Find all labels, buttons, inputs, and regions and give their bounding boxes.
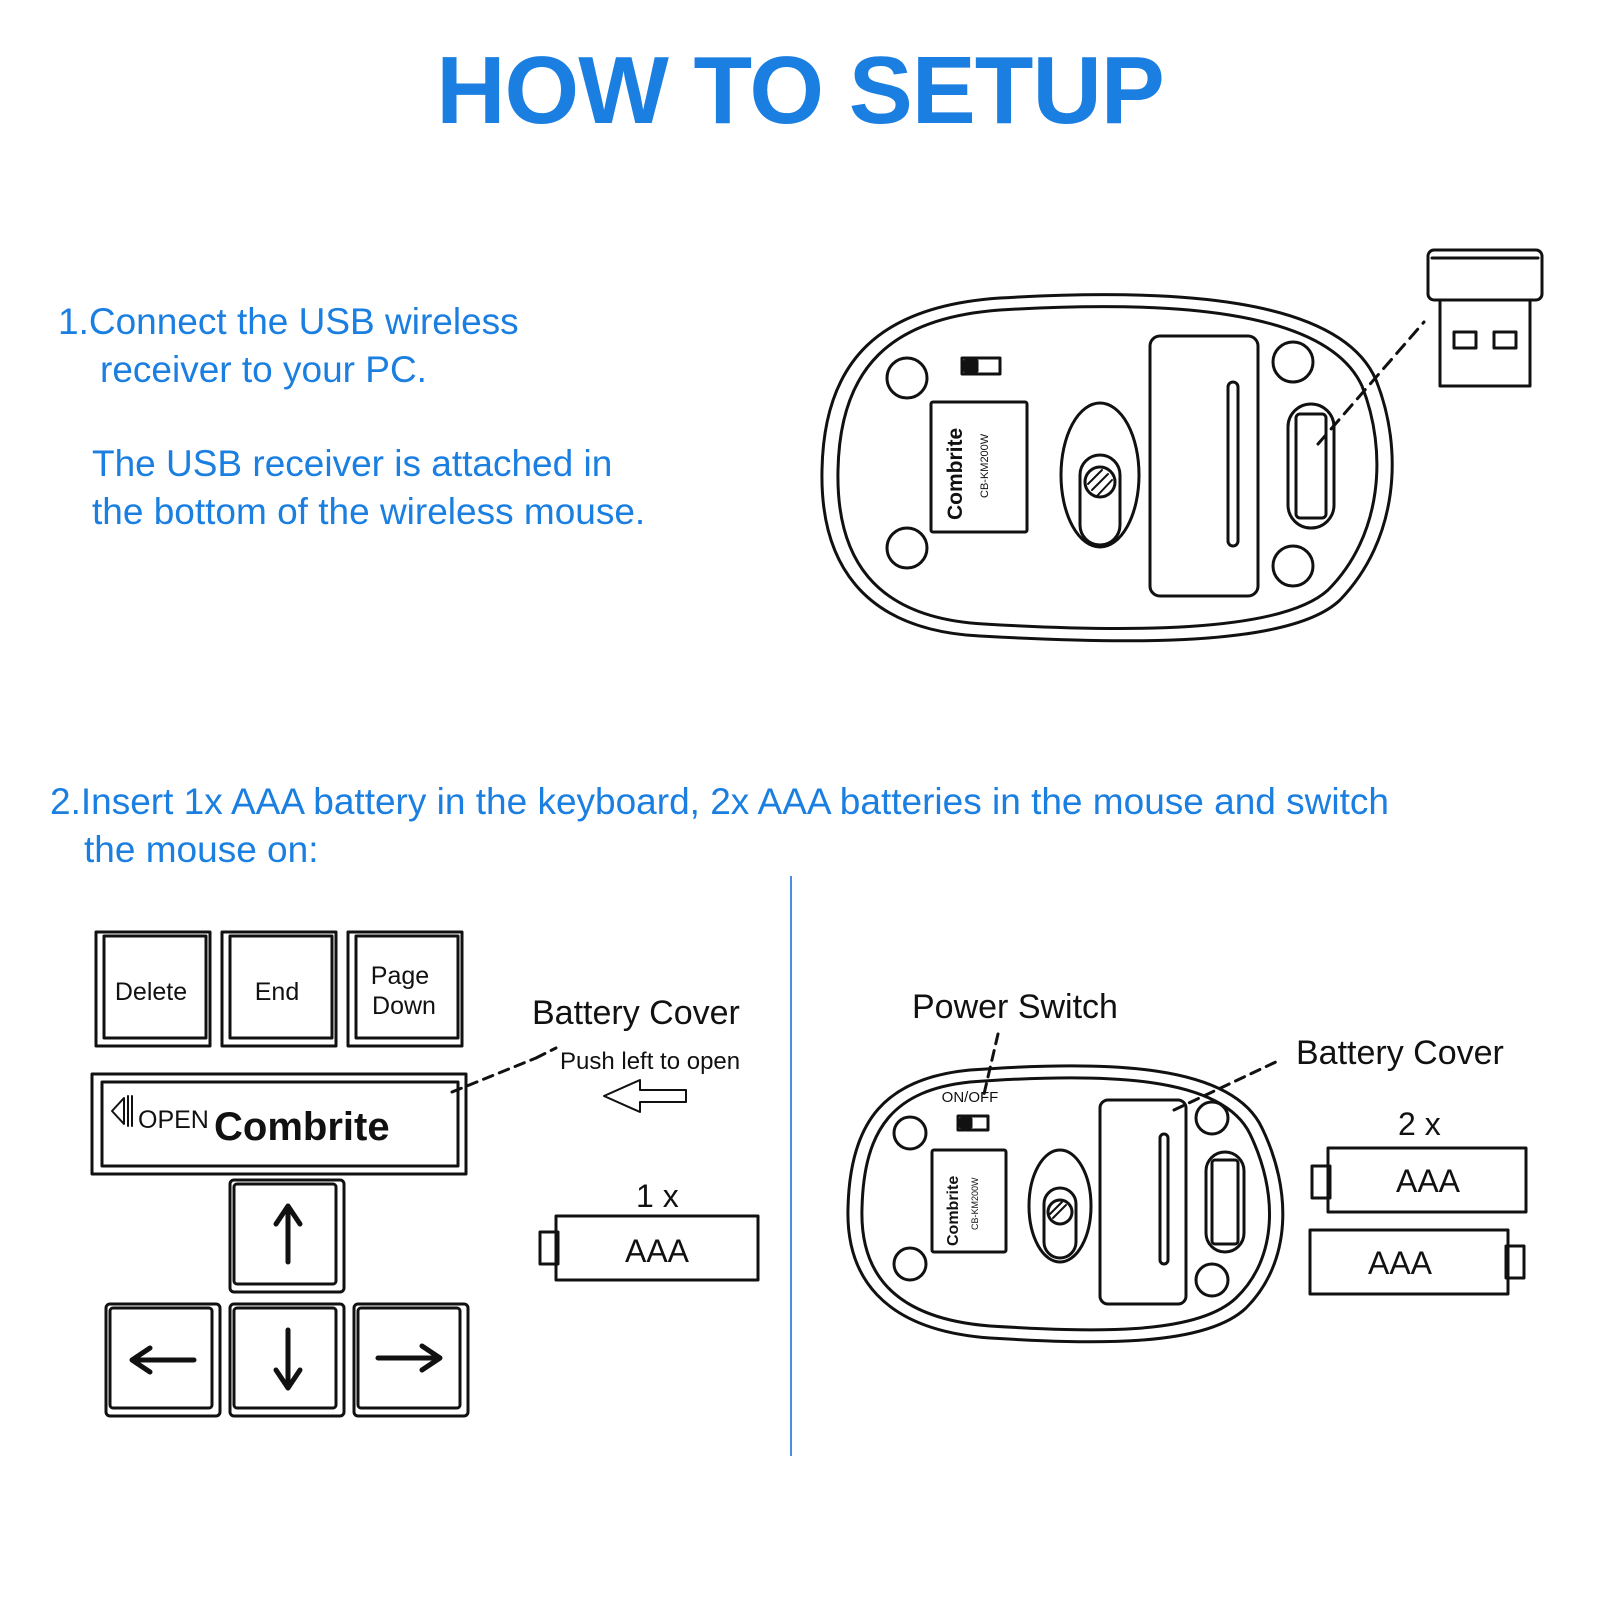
mouse-small-label-model: CB-KM200W [970,1177,980,1230]
section-divider [790,876,792,1456]
arrow-key-icons [129,1203,443,1391]
mouse-small-label-brand: Combrite [945,1176,962,1246]
kb-battery-type: AAA [625,1233,690,1269]
ms-battery-cover-label: Battery Cover [1296,1034,1504,1072]
mouse-bottom-small [846,1064,1285,1344]
power-dashed-line [982,1032,1000,1096]
ms-cover-dashed-line [1172,1058,1282,1112]
kb-open-label: OPEN [138,1106,209,1134]
arrow-up-icon [273,1203,303,1265]
arrow-right-icon [375,1343,443,1373]
page-title: HOW TO SETUP [436,37,1165,144]
open-marker-icon [111,1095,133,1127]
usb-receiver [1426,248,1544,388]
key-page-label: Page [371,962,429,990]
mouse-label-brand: Combrite [944,428,967,520]
ms-battery-type-1: AAA [1396,1163,1461,1199]
receiver-dashed-line [1316,320,1426,446]
ms-battery-count: 2 x [1398,1106,1441,1142]
ms-battery-type-2: AAA [1368,1245,1433,1281]
key-delete-label: Delete [115,978,187,1006]
kb-brand-logo: Combrite [214,1105,390,1149]
ms-battery-2 [1308,1228,1526,1296]
step1-note-line2: the bottom of the wireless mouse. [92,491,646,532]
ms-on-off-label: ON/OFF [942,1089,999,1106]
key-down-label: Down [372,992,436,1020]
kb-battery-cover-label: Battery Cover [532,994,740,1032]
mouse-label-model: CB-KM200W [979,433,991,498]
ms-battery-1 [1310,1146,1528,1214]
kb-push-instruction: Push left to open [560,1048,741,1075]
arrow-down-icon [273,1327,303,1391]
step1-instruction-line2: receiver to your PC. [100,349,427,390]
mouse-bottom-large [820,293,1394,643]
step2-instruction-line1: 2.Insert 1x AAA battery in the keyboard,… [50,781,1389,822]
step2-instruction-line2: the mouse on: [84,829,319,870]
kb-battery [538,1214,760,1282]
kb-cover-dashed-line [450,1046,558,1094]
arrow-left-icon [129,1345,197,1375]
push-left-arrow-icon [603,1079,687,1113]
keyboard-keys [90,930,470,1418]
key-end-label: End [255,978,299,1006]
kb-battery-count: 1 x [636,1178,679,1214]
step1-note-line1: The USB receiver is attached in [92,443,613,484]
step1-instruction-line1: 1.Connect the USB wireless [58,301,519,342]
ms-power-switch-label: Power Switch [912,988,1118,1026]
